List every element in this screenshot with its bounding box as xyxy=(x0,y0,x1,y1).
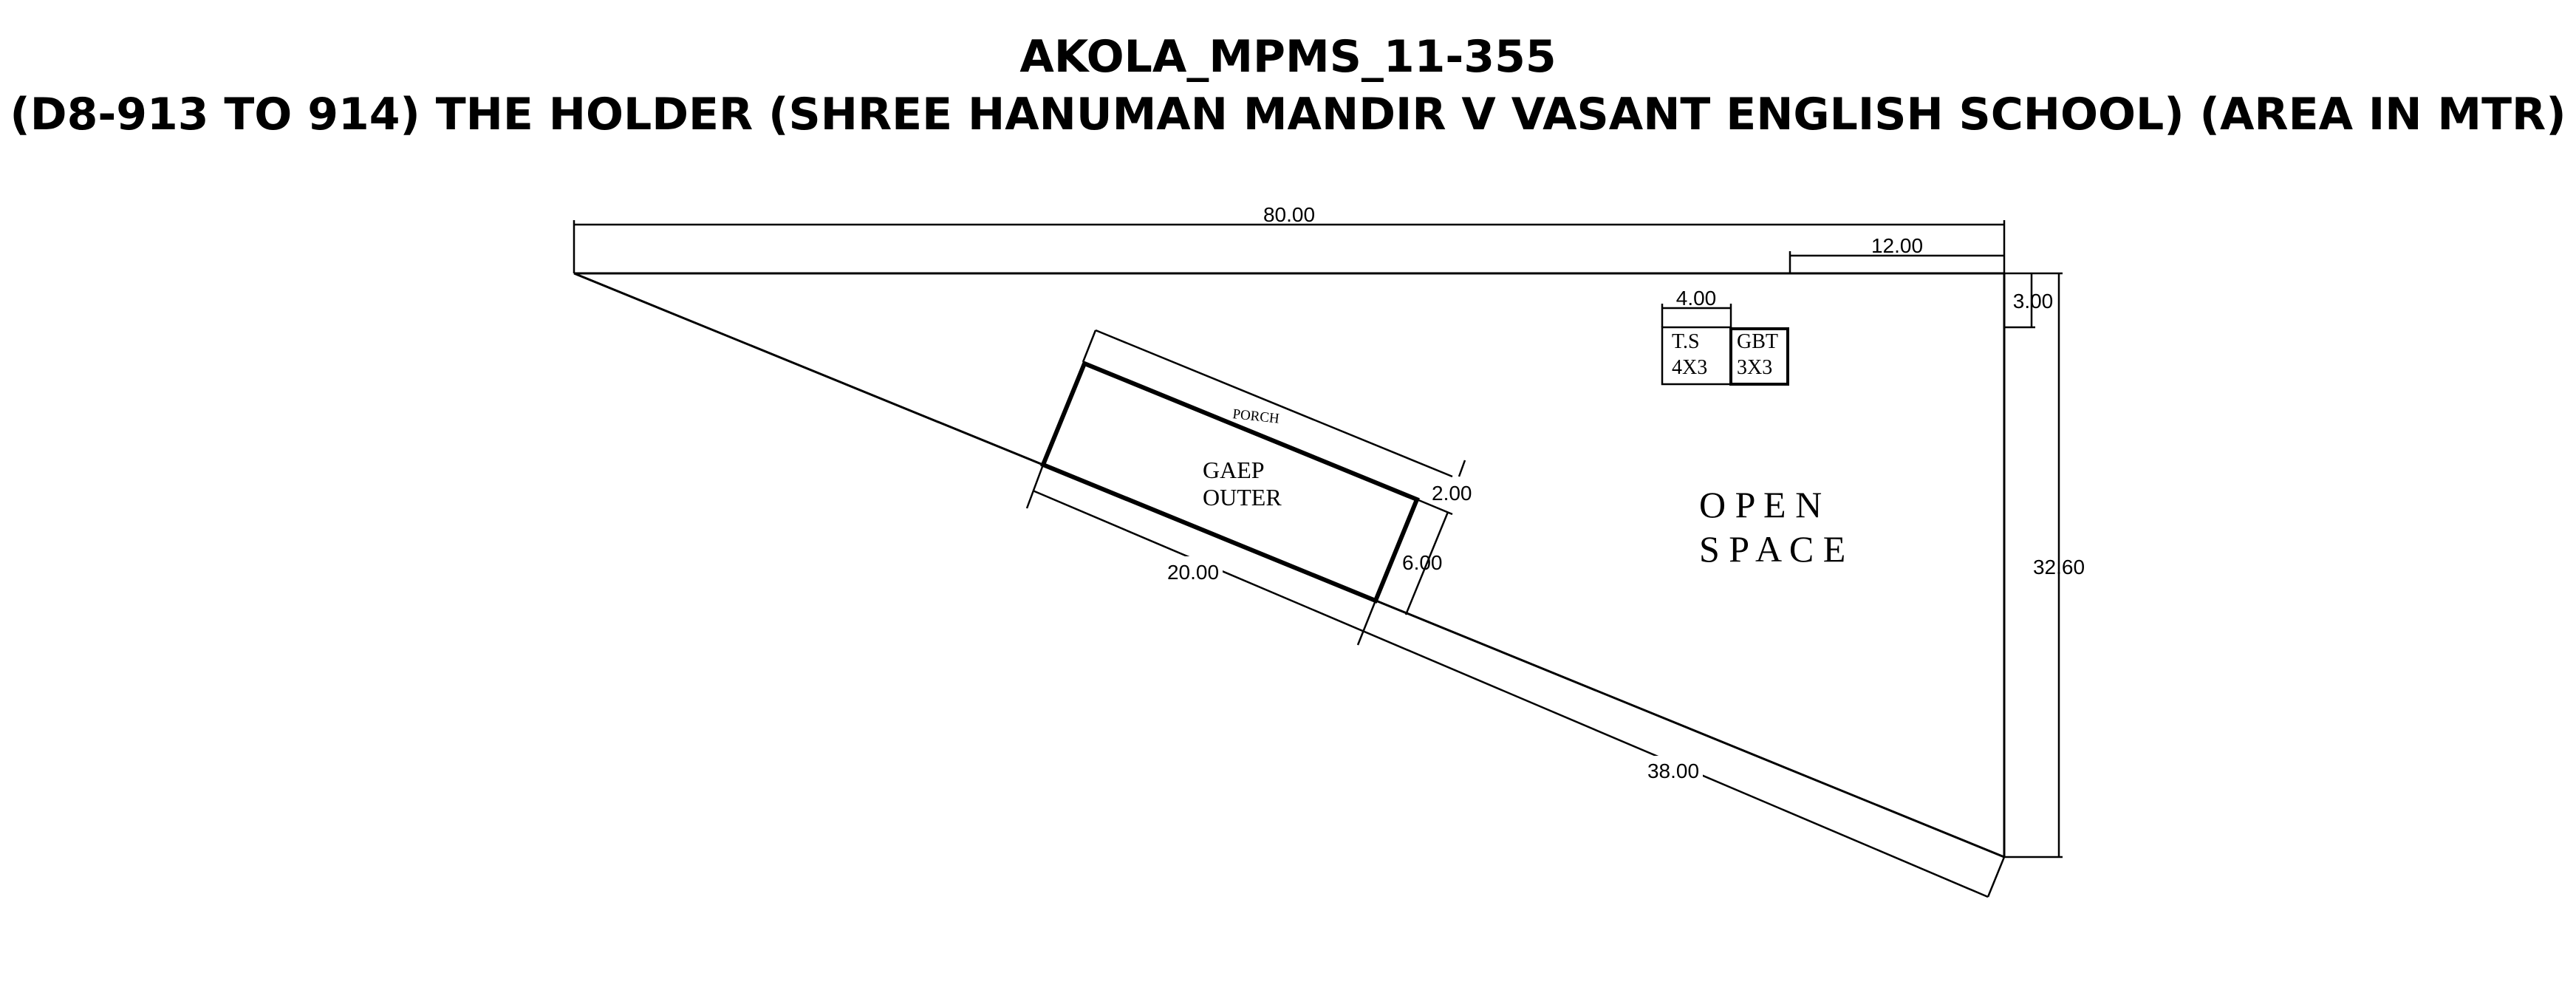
porch-outline xyxy=(1082,329,1466,516)
building-label-line2: OUTER xyxy=(1203,484,1282,511)
dimension-lower-left-mask xyxy=(1164,556,1223,583)
gbt-label-line2: 3X3 xyxy=(1737,356,1772,379)
title-block: AKOLA_MPMS_11-355 (D8-913 TO 914) THE HO… xyxy=(0,28,2576,143)
dimension-lower-right-label: 38.00 xyxy=(1647,759,1699,782)
dimension-ts-width-label: 4.00 xyxy=(1676,287,1717,310)
porch-label: PORCH xyxy=(1231,406,1280,427)
dimension-lower-line xyxy=(1025,464,2006,898)
dimension-top-right-offset-label: 12.00 xyxy=(1871,234,1923,257)
dimension-lower-right-mask xyxy=(1644,756,1703,782)
dimension-building-depth-label: 6.00 xyxy=(1402,551,1443,574)
dimension-porch-depth-label: 2.00 xyxy=(1432,482,1472,505)
dimension-top-width-label: 80.00 xyxy=(1263,203,1315,226)
dimension-lower-left-label: 20.00 xyxy=(1167,561,1219,584)
dimension-building-depth xyxy=(1404,511,1449,615)
ts-label-line2: 4X3 xyxy=(1672,356,1707,379)
dimension-top-right-offset xyxy=(1788,251,2004,273)
plan-subtitle: (D8-913 TO 914) THE HOLDER (SHREE HANUMA… xyxy=(10,89,2566,140)
plan-title: AKOLA_MPMS_11-355 xyxy=(1019,31,1557,83)
dimension-right-offset xyxy=(2004,273,2035,329)
gbt-box xyxy=(1729,327,1789,386)
dimension-right-height-label: 32.60 xyxy=(2033,556,2085,578)
dimension-ts-width xyxy=(1661,304,1732,327)
dimension-right-offset-label: 3.00 xyxy=(2013,290,2054,313)
open-space-label-line2: S P A C E xyxy=(1699,528,1845,570)
ts-label-line1: T.S xyxy=(1672,330,1700,353)
building-label-line1: GAEP xyxy=(1203,457,1265,483)
gbt-label-line1: GBT xyxy=(1737,330,1778,353)
dimension-right-height xyxy=(2004,272,2063,858)
open-space-label-line1: O P E N xyxy=(1699,484,1822,525)
dimension-top-width xyxy=(573,220,2006,273)
